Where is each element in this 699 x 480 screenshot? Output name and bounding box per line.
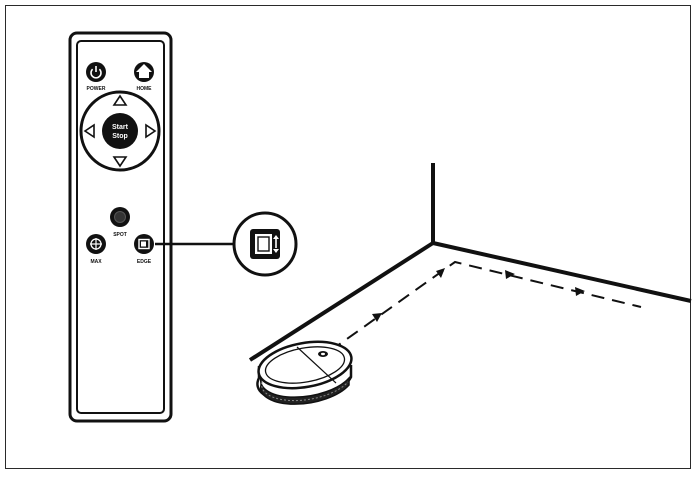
edge-button[interactable] [134,234,154,254]
stop-label: Stop [112,133,128,140]
cleaning-path-line [329,260,642,352]
direction-pad: Start Stop [79,90,161,172]
wall-floor-edge-left [248,241,435,362]
arrow-left-icon [83,123,95,139]
spot-clean-icon [114,211,126,223]
edge-clean-callout-icon [250,229,280,259]
path-arrow-2 [436,268,445,278]
arrow-right-button[interactable] [145,123,157,139]
path-arrow-1 [372,313,382,322]
spot-button[interactable] [110,207,130,227]
start-label: Start [112,124,129,131]
spot-label: SPOT [113,232,127,238]
power-label: POWER [87,86,106,92]
arrow-right-icon [145,123,157,139]
arrow-up-button[interactable] [112,94,128,106]
edge-label: EDGE [137,259,152,265]
max-button[interactable] [86,234,106,254]
wall-floor-edge-right [432,241,692,303]
max-suction-icon [90,238,102,250]
max-label: MAX [90,259,102,265]
room-corner [248,163,692,362]
remote-body-inner [76,40,165,414]
robot-vacuum [256,340,353,405]
home-label: HOME [137,86,153,92]
power-icon [90,66,102,79]
power-button[interactable] [86,62,106,82]
start-stop-button[interactable]: Start Stop [102,113,138,149]
home-button[interactable] [134,62,154,82]
arrow-left-button[interactable] [83,123,95,139]
home-icon [136,64,152,78]
path-arrow-4 [575,287,585,296]
cleaning-path [329,260,642,352]
edge-clean-icon [138,238,150,250]
path-arrow-3 [505,270,515,279]
remote-control: POWER HOME Start [68,31,173,423]
arrow-down-button[interactable] [112,156,128,168]
edge-clean-callout [232,211,298,277]
arrow-up-icon [112,94,128,106]
arrow-down-icon [112,156,128,168]
